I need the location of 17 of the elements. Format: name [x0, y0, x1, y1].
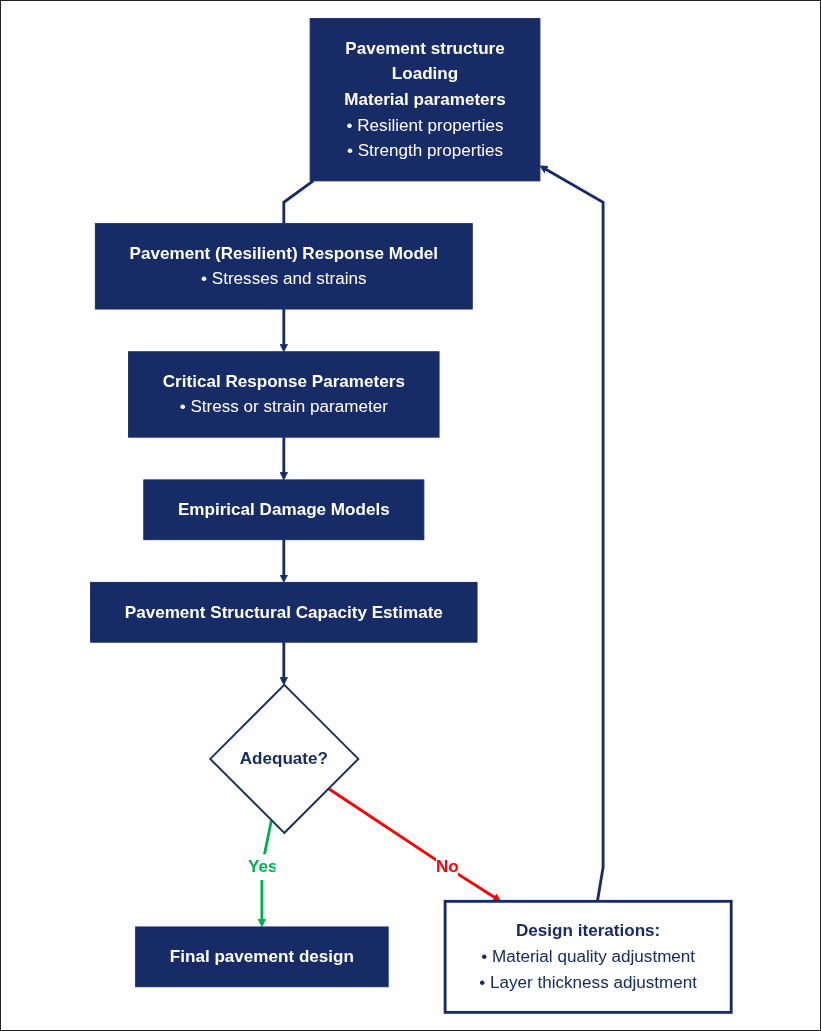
node-box: Pavement Structural Capacity Estimate [89, 581, 478, 643]
connector [282, 179, 314, 224]
node-box: Pavement structure Loading Material parameters • Resilient properties • Strength properties [309, 18, 540, 182]
node-box: Empirical Damage Models [142, 479, 424, 541]
node-box: Pavement (Resilient) Response Model • Stresses and strains [94, 223, 473, 310]
node-box: Design iterations: • Material quality adjustment • Layer thickness adjustment [443, 899, 733, 1014]
edge-label: Yes [247, 857, 278, 877]
node-diamond: Adequate? [208, 683, 360, 835]
edge-label: No [435, 857, 459, 877]
arrow [539, 165, 605, 902]
arrow [279, 539, 288, 583]
node-box: Final pavement design [134, 926, 389, 988]
arrow [327, 787, 501, 902]
arrow [279, 309, 288, 353]
arrow [279, 437, 288, 481]
node-box: Critical Response Parameters • Stress or strain parameter [127, 351, 440, 438]
arrow [279, 642, 288, 686]
